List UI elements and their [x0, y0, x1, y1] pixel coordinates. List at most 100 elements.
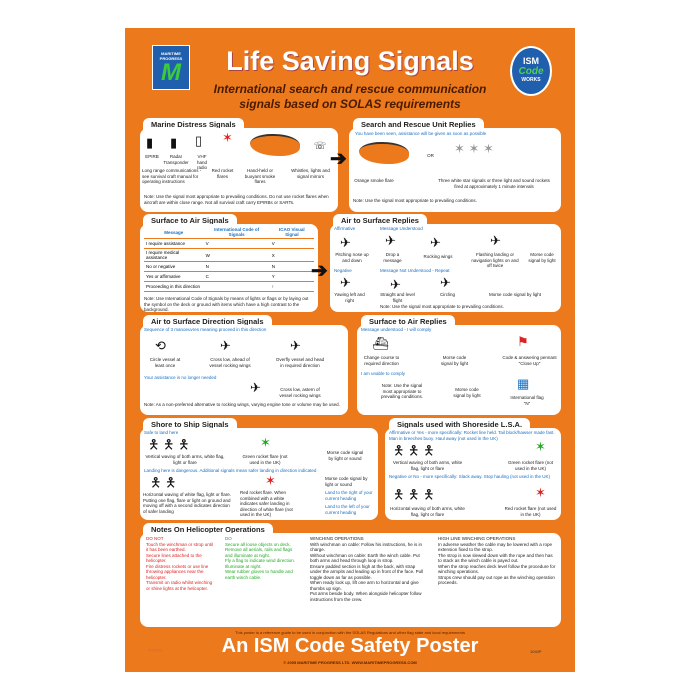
cross-astern-icon: ✈ [250, 380, 261, 395]
cell: I require assistance [144, 238, 204, 249]
person-waving-icon: 🯅 🯅 🯅 [393, 443, 435, 458]
plane-lights-icon: ✈ [490, 233, 501, 248]
smoke-label: Hand-held or buoyant smoke flares [244, 168, 276, 184]
winching-heading: WINCHING OPERATIONS [310, 536, 364, 541]
arrow-right-icon: ➔ [330, 148, 347, 170]
shoreside-panel: Affirmative or Yes - more specifically: … [385, 428, 561, 520]
dots-icon: ○○○○ [148, 648, 163, 654]
cell: W [203, 248, 270, 262]
cell: V [203, 238, 270, 249]
step-2-label: Cross low, ahead of vessel rocking wings [209, 357, 251, 368]
yawing-label: Yawing left and right [334, 292, 365, 303]
winching-item: With winchman on cable: Follow his instr… [310, 541, 423, 553]
not-understood-label: Message Not Understood - Repeat [380, 268, 450, 273]
cell: Proceeding in this direction [144, 281, 204, 292]
plane-icon: ✈ [340, 235, 351, 250]
direction-note: Note: As a non-preferred alternative to … [144, 402, 340, 407]
helicopter-panel: DO NOT Touch the winchman or strop until… [140, 533, 561, 627]
shore-sub2: Landing here is dangerous. Additional si… [144, 468, 317, 473]
ship-icon: ⛴ [372, 336, 389, 351]
horizontal-label: Horizontal waving of both arms, white fl… [390, 506, 465, 517]
table-row: Proceeding in this direction↑ [144, 281, 314, 292]
surface-replies-title: Surface to Air Replies [361, 315, 455, 327]
radar-label: Radar Transponder [163, 154, 189, 165]
cell: C [203, 271, 270, 282]
orange-label: Orange smoke flare [354, 178, 394, 183]
red-label: Red rocket flare (not used in the UK) [504, 506, 557, 517]
right-label: Land to the right of your current headin… [325, 490, 373, 501]
highline-item: Strops crew should pay out rope as the w… [438, 574, 555, 586]
dont-item: Touch the winchman or strop until it has… [146, 541, 214, 553]
cell: Y [269, 271, 314, 282]
step-4-label: Cross low, astern of vessel rocking wing… [279, 387, 321, 398]
unable-label: I am unable to comply [361, 371, 406, 376]
smoke-cloud-icon [250, 134, 300, 156]
surface-air-title: Surface to Air Signals [143, 214, 237, 226]
air-surface-panel: Affirmative Message Understood ✈ ✈ ✈ ✈ P… [330, 224, 561, 312]
red-flare-icon: ✶ [535, 485, 546, 500]
green-flare-icon: ✶ [260, 435, 271, 450]
rocket-label: Red rocket flares [211, 168, 234, 179]
do-item: Remove all aerials, rails and flags and … [225, 547, 293, 558]
orange-smoke-icon [359, 142, 409, 164]
surface-replies-note: Note: Use the signal most appropriate to… [380, 383, 424, 399]
person-horizontal-icon: 🯅 🯅 [150, 475, 177, 490]
cell: No or negative [144, 261, 204, 272]
distress-title: Marine Distress Signals [143, 118, 244, 130]
radar-transponder-icon: ▮ [170, 135, 178, 150]
horizontal-label: Horizontal waving of white flag, light o… [143, 492, 232, 514]
direction-subtitle: Sequence of 3 manoeuvres meaning proceed… [144, 327, 267, 332]
cell: N [203, 261, 270, 272]
logo-text: MARITIME PROGRESS [159, 51, 183, 61]
person-horizontal-icon: 🯅 🯅 🯅 [393, 487, 435, 502]
longrange-label: Long range communications - see survival… [142, 168, 202, 184]
vhf-radio-icon: ▯ [195, 133, 203, 148]
drop-label: Drop a message [383, 252, 402, 263]
winching-item: Ensure padded section is high at the bac… [310, 563, 424, 580]
winching-column: WINCHING OPERATIONS With winchman on cab… [310, 536, 425, 602]
shore-sub1: Safe to land here [144, 430, 179, 435]
plane-rocking-icon: ✈ [430, 235, 441, 250]
vhf-label: VHF hand radio [196, 154, 207, 170]
sar-subtitle: You have been seen, assistance will be g… [355, 131, 487, 136]
morse-label: Morse code signal by light [440, 355, 469, 366]
overfly-icon: ✈ [290, 338, 301, 353]
circling-label: Circling [439, 292, 455, 297]
shoreside-title: Signals used with Shoreside L.S.A. [389, 418, 531, 430]
arrow-right-icon: ➔ [311, 260, 328, 282]
winching-item: Without winchman on cable: Earth the win… [310, 552, 420, 564]
change-label: Change course to required direction [363, 355, 400, 366]
vertical-label: Vertical waving of both arms, white flag… [145, 454, 225, 465]
cell: X [269, 248, 314, 262]
morse2-label: Morse code signal by light [453, 387, 481, 398]
stars-label: Three white star signals or three light … [438, 178, 550, 189]
surface-replies-panel: Message understood - I will comply ⛴ ⚑ C… [357, 325, 561, 415]
wave-icon: M [161, 59, 181, 86]
or-label: OR [427, 153, 434, 158]
dont-heading: DO NOT [146, 536, 164, 541]
works-text: WORKS [521, 77, 541, 83]
highline-item: When the strop reaches deck level follow… [438, 563, 556, 575]
dont-column: DO NOT Touch the winchman or strop until… [146, 536, 216, 591]
sar-title: Search and Rescue Unit Replies [353, 118, 484, 130]
green-label: Green rocket flare (not used in the UK) [242, 454, 288, 465]
step-1-label: Circle vessel at least once [149, 357, 181, 368]
plane-drop-icon: ✈ [385, 233, 396, 248]
green-flare-icon: ✶ [535, 439, 546, 454]
morse-s-label: Morse code signal by light or sound [325, 476, 368, 487]
epirb-label: EPIRB [145, 154, 159, 159]
negative-label: Negative [334, 268, 352, 273]
cell: Yes or affirmative [144, 271, 204, 282]
surface-replies-subtitle: Message understood - I will comply [361, 327, 432, 332]
flashing-label: Flashing landing or navigation lights on… [471, 252, 519, 268]
air-surface-title: Air to Surface Replies [333, 214, 427, 226]
cell: I require medical assistance [144, 248, 204, 262]
plane-straight-icon: ✈ [390, 277, 401, 292]
